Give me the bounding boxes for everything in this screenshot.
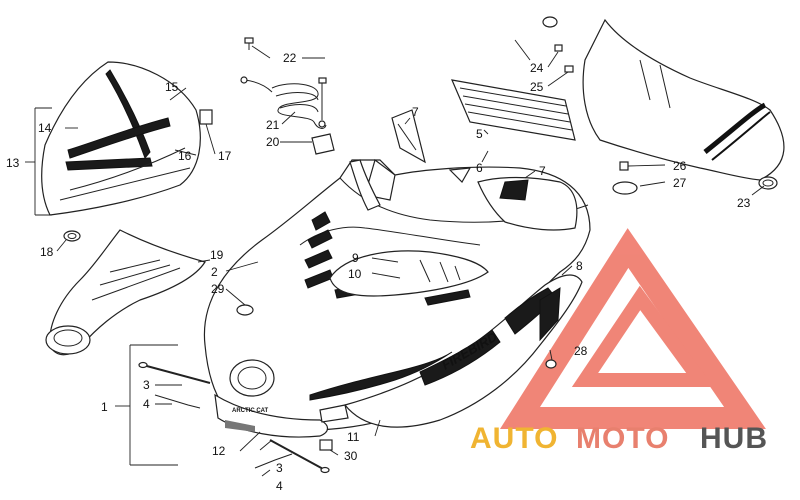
callout-4-upper: 4 — [143, 397, 150, 411]
callout-25: 25 — [530, 80, 544, 94]
part-17-clip — [199, 109, 213, 125]
callout-2: 2 — [211, 265, 218, 279]
hood-assembly: ARCTIC CAT FIREBIRD — [203, 158, 591, 438]
callout-24: 24 — [530, 61, 544, 75]
leader-lines — [25, 39, 765, 477]
part-21-spring-cable — [240, 76, 327, 129]
part-14-side-panel — [41, 61, 213, 216]
callout-7-lower: 7 — [539, 164, 546, 178]
callout-8: 8 — [576, 259, 583, 273]
part-4-cable-lower — [254, 453, 293, 469]
callout-3-lower: 3 — [276, 461, 283, 475]
watermark-logo — [499, 228, 766, 429]
windshield — [582, 18, 785, 181]
nose-brand-decal: ARCTIC CAT — [232, 408, 269, 414]
callout-27: 27 — [673, 176, 687, 190]
callout-11: 11 — [347, 430, 360, 444]
part-5-louvre — [451, 79, 576, 141]
part-3-pin-upper — [138, 361, 211, 384]
callout-16: 16 — [178, 149, 192, 163]
callout-3-upper: 3 — [143, 378, 150, 392]
part-19-nose-pan — [45, 229, 206, 356]
part-4-cable-upper — [154, 394, 201, 409]
callout-17: 17 — [218, 149, 232, 163]
part-30-nut — [319, 439, 333, 451]
part-7-deflector — [391, 109, 426, 164]
callout-5: 5 — [476, 127, 483, 141]
callout-30: 30 — [344, 449, 358, 463]
callout-15: 15 — [165, 80, 179, 94]
callout-19: 19 — [210, 248, 224, 262]
headlight-left — [229, 359, 275, 397]
part-22-screw-b — [318, 77, 327, 128]
callout-6: 6 — [476, 161, 483, 175]
part-28-rivet — [545, 359, 557, 369]
callout-4-lower: 4 — [276, 479, 283, 493]
watermark-text-moto: MOTO — [576, 422, 669, 455]
callout-21: 21 — [266, 118, 280, 132]
callout-28: 28 — [574, 344, 588, 358]
callout-9: 9 — [352, 251, 359, 265]
part-20-bracket — [311, 133, 335, 155]
part-7-side-panel — [477, 176, 578, 231]
watermark-text-hub: HUB — [700, 422, 768, 455]
callout-26: 26 — [673, 159, 687, 173]
part-22-screw-a — [244, 37, 254, 50]
callout-12: 12 — [212, 444, 226, 458]
callout-20: 20 — [266, 135, 280, 149]
callout-13: 13 — [6, 156, 20, 170]
callout-labels: 1 2 3 3 4 4 5 6 7 7 8 9 10 11 12 13 14 1… — [6, 51, 751, 493]
callout-18: 18 — [40, 245, 54, 259]
part-18-grommet — [63, 230, 81, 242]
callout-10: 10 — [348, 267, 362, 281]
callout-23: 23 — [737, 196, 751, 210]
callout-1: 1 — [101, 400, 108, 414]
callout-29: 29 — [211, 282, 225, 296]
callout-22: 22 — [283, 51, 297, 65]
part-3-pin-lower — [269, 439, 330, 474]
callout-7-upper: 7 — [412, 105, 419, 119]
callout-14: 14 — [38, 121, 52, 135]
part-26-screw — [612, 161, 638, 195]
part-6-clip — [448, 167, 472, 183]
part-24-25-fasteners — [542, 16, 574, 73]
watermark-text: AUTO MOTO HUB — [470, 422, 768, 455]
watermark-text-auto: AUTO — [470, 422, 558, 455]
hood-badge — [236, 304, 254, 316]
